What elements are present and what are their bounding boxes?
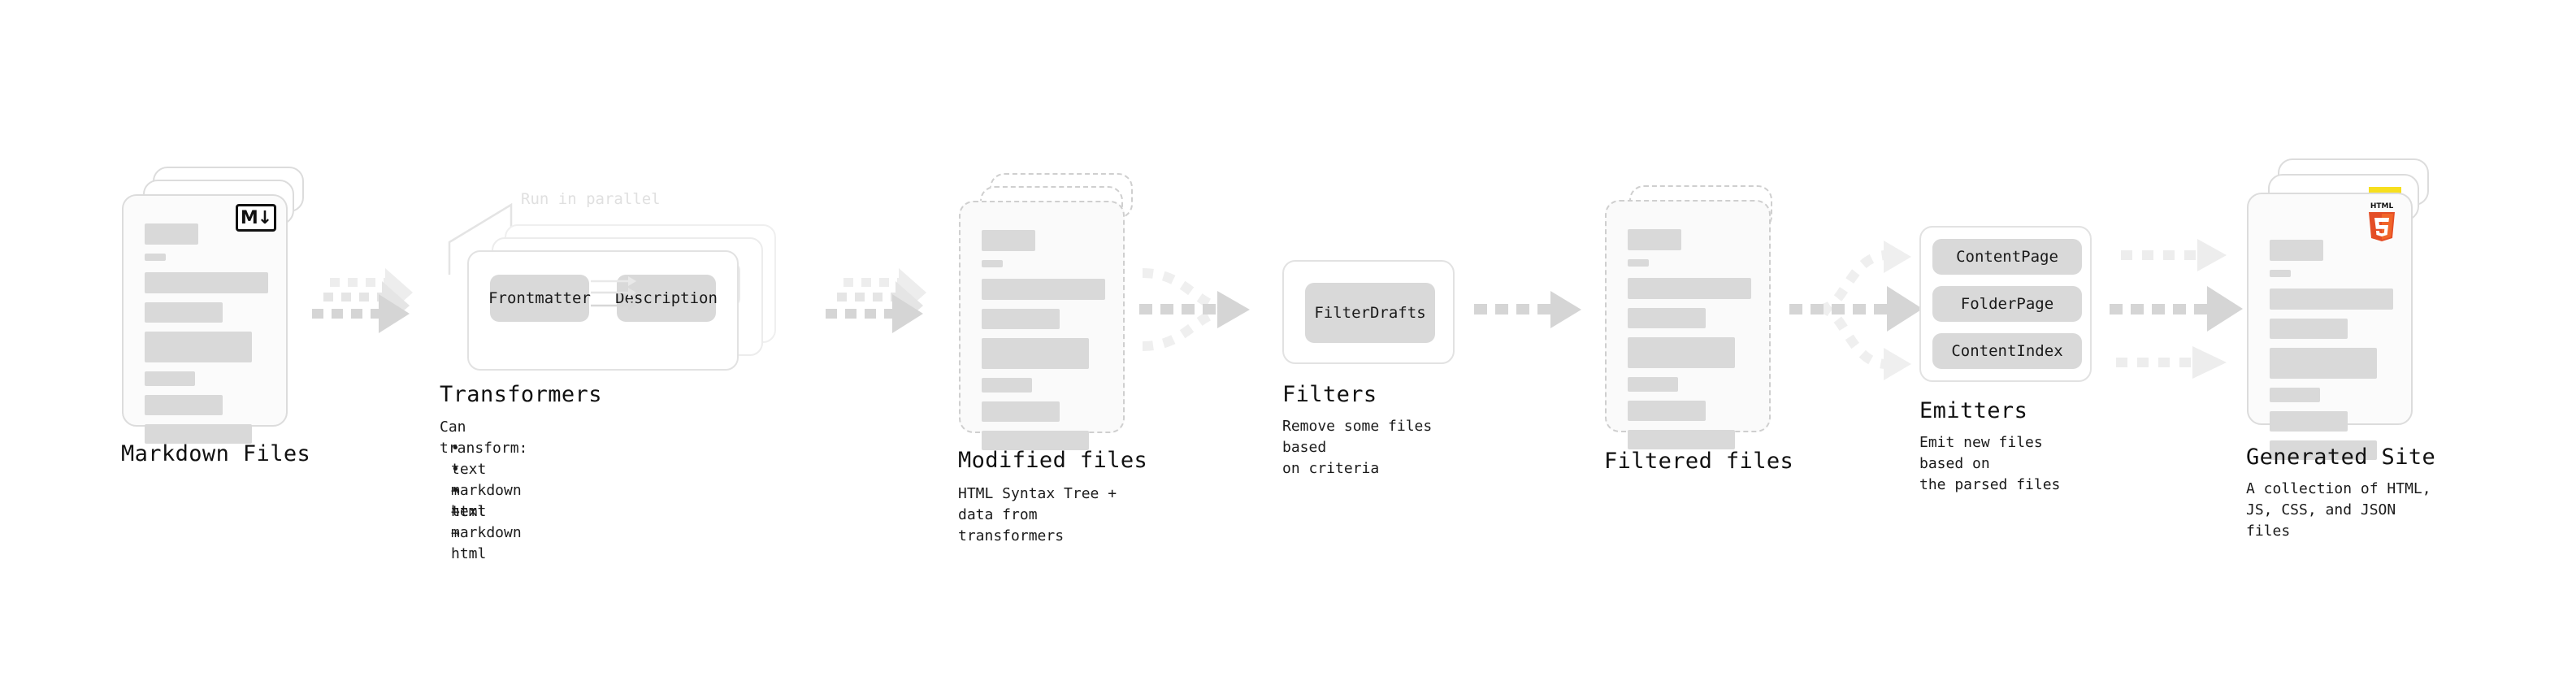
transformer-chip-frontmatter[interactable]: Frontmatter: [488, 275, 591, 322]
stage-title-generated-site: Generated Site: [2246, 445, 2436, 470]
connector-md-to-transformers: [307, 268, 421, 346]
placeholder-line: [1628, 430, 1736, 449]
placeholder-line: [145, 332, 253, 362]
emitter-chip-contentpage[interactable]: ContentPage: [1932, 239, 2082, 275]
placeholder-line: [1628, 278, 1751, 299]
placeholder-line: [1628, 308, 1706, 328]
stage-markdown-files: M↓ Markdown Files: [121, 167, 310, 466]
placeholder-line: [982, 230, 1035, 251]
modified-card-stack: [959, 173, 1146, 450]
placeholder-line: [145, 254, 166, 261]
placeholder-line: [2270, 288, 2393, 310]
placeholder-line: [982, 338, 1090, 369]
placeholder-line: [982, 431, 1090, 450]
connector-emitters-to-site: [2108, 237, 2270, 384]
filtered-card-front: [1605, 200, 1771, 449]
placeholder-line: [2270, 240, 2323, 261]
stage-title-emitters: Emitters: [1919, 398, 2028, 423]
placeholder-line: [982, 260, 1003, 267]
run-in-parallel-annotation: Run in parallel: [521, 190, 661, 208]
stage-title-markdown-files: Markdown Files: [121, 441, 311, 466]
internal-arrow-icon: [591, 276, 636, 310]
generated-card-front: HTML: [2247, 193, 2413, 460]
stage-title-modified-files: Modified files: [958, 448, 1148, 473]
placeholder-line: [1628, 337, 1736, 368]
stage-filters: FilterDrafts Filters Remove some files b…: [1282, 260, 1455, 477]
placeholder-line: [1628, 229, 1681, 250]
svg-text:HTML: HTML: [2370, 202, 2394, 210]
modified-files-description: HTML Syntax Tree + data from transformer…: [958, 485, 1117, 544]
placeholder-line: [2270, 388, 2321, 402]
placeholder-line: [145, 371, 196, 386]
connector-modified-to-filters: [1138, 268, 1284, 366]
placeholder-line: [145, 272, 268, 293]
emitters-group-box: ContentPage FolderPage ContentIndex: [1919, 226, 2092, 382]
placeholder-line: [145, 424, 253, 444]
triple-dotted-arrow-icon: [826, 268, 926, 333]
single-dotted-arrow-icon: [1474, 291, 1581, 328]
placeholder-line: [982, 279, 1105, 300]
emitters-description: Emit new files based on the parsed files: [1919, 434, 2061, 493]
placeholder-line: [2270, 440, 2378, 460]
placeholder-line: [2270, 270, 2291, 277]
stage-title-transformers: Transformers: [440, 382, 602, 407]
connector-transformers-to-modified: [821, 268, 935, 346]
placeholder-line: [145, 302, 223, 323]
stage-emitters: ContentPage FolderPage ContentIndex Emit…: [1919, 226, 2092, 493]
placeholder-line: [1628, 401, 1706, 421]
placeholder-line: [2270, 411, 2348, 432]
placeholder-line: [1628, 259, 1649, 267]
placeholder-line: [982, 401, 1060, 422]
converging-dotted-arrow-icon: [1139, 268, 1250, 351]
filter-chip-filterdrafts[interactable]: FilterDrafts: [1305, 283, 1435, 343]
transformers-bullet-1: • markdown → markdown: [451, 461, 522, 541]
placeholder-line: [145, 223, 198, 245]
emitter-chip-contentindex[interactable]: ContentIndex: [1932, 333, 2082, 369]
modified-card-front: [959, 201, 1125, 450]
generated-site-description: A collection of HTML, JS, CSS, and JSON …: [2246, 480, 2431, 540]
transformer-layer-front: Frontmatter Description: [467, 250, 739, 371]
placeholder-line: [145, 395, 223, 415]
stage-generated-site: CSS HTML: [2246, 158, 2435, 540]
placeholder-line: [1628, 377, 1679, 392]
parallel-bracket-icon: [448, 202, 513, 275]
placeholder-line: [982, 309, 1060, 329]
placeholder-line: [2270, 348, 2378, 379]
stage-filtered-files: Filtered files: [1604, 185, 1793, 474]
triple-dotted-arrow-icon: [312, 268, 413, 333]
transformers-bullet-0: • text → text: [451, 440, 487, 520]
filters-description: Remove some files based on criteria: [1282, 418, 1433, 477]
connector-filtered-to-emitters: [1788, 237, 1942, 384]
fan-out-dotted-arrow-icon: [1789, 241, 1923, 380]
generated-card-stack: CSS HTML: [2247, 158, 2434, 460]
stage-title-filters: Filters: [1282, 382, 1377, 407]
markdown-card-front: M↓: [122, 194, 288, 444]
stage-title-filtered-files: Filtered files: [1604, 449, 1794, 474]
triple-dotted-arrow-icon: [2110, 239, 2243, 379]
filters-group-box: FilterDrafts: [1282, 260, 1455, 364]
stage-modified-files: Modified files HTML Syntax Tree + data f…: [958, 173, 1147, 544]
connector-filters-to-filtered: [1472, 286, 1594, 335]
placeholder-line: [982, 378, 1033, 393]
transformers-description: Can transform:: [440, 419, 528, 457]
transformers-bullet-2: • html → html: [451, 482, 487, 562]
markdown-card-stack: M↓: [122, 167, 309, 444]
markdown-icon: M↓: [236, 204, 276, 232]
html5-icon: HTML: [2364, 199, 2400, 243]
placeholder-line: [2270, 319, 2348, 339]
emitter-chip-folderpage[interactable]: FolderPage: [1932, 286, 2082, 322]
filtered-card-stack: [1605, 185, 1792, 449]
